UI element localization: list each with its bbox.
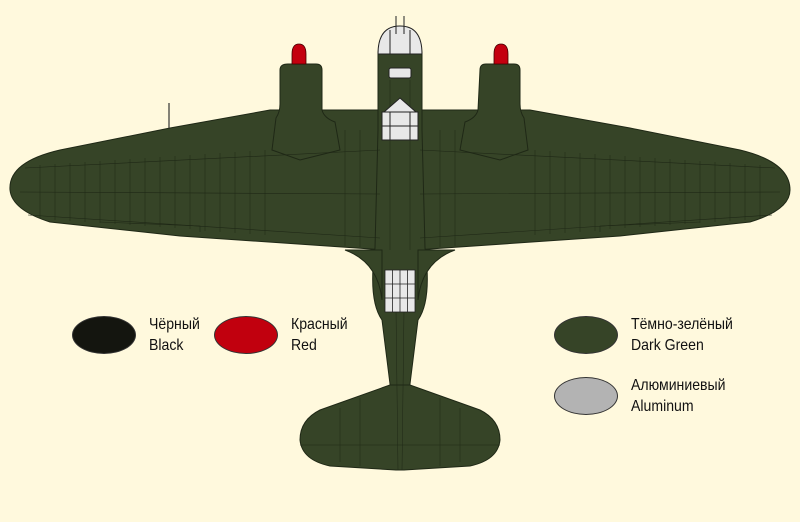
swatch-aluminum <box>554 377 618 415</box>
legend-item-red: Красный Red <box>214 314 355 356</box>
legend-label-ru: Красный <box>291 316 348 333</box>
right-nacelle <box>459 63 529 161</box>
legend-label-en: Black <box>149 337 184 354</box>
nose-window <box>388 67 412 79</box>
tailplane <box>299 384 501 471</box>
legend-label-en: Aluminum <box>631 398 694 415</box>
swatch-red <box>214 316 278 354</box>
swatch-dark-green <box>554 316 618 354</box>
rear-glazing <box>384 269 416 313</box>
nose-turret <box>377 25 423 55</box>
legend-item-aluminum: Алюминиевый Aluminum <box>554 375 738 417</box>
legend-label-en: Dark Green <box>631 337 704 354</box>
legend-item-dark-green: Тёмно-зелёный Dark Green <box>554 314 747 356</box>
legend-label-en: Red <box>291 337 317 354</box>
right-spinner <box>493 43 509 65</box>
left-nacelle <box>271 63 341 161</box>
swatch-black <box>72 316 136 354</box>
legend-label-ru: Алюминиевый <box>631 377 726 394</box>
legend-label-ru: Тёмно-зелёный <box>631 316 733 333</box>
left-spinner <box>291 43 307 65</box>
legend-label-ru: Чёрный <box>149 316 200 333</box>
legend-item-black: Чёрный Black <box>72 314 207 356</box>
